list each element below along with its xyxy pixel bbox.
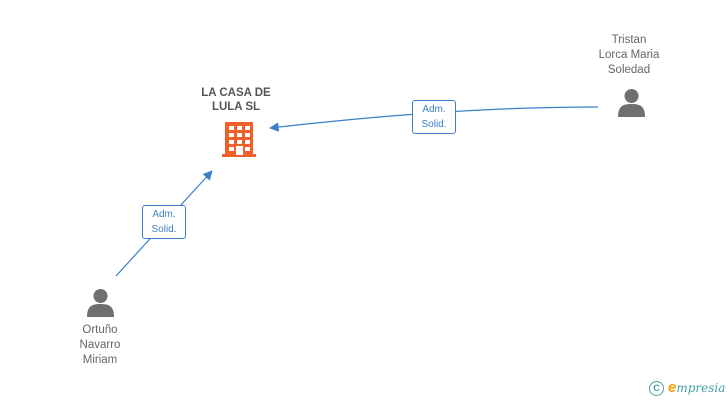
person-icon[interactable]	[86, 288, 115, 317]
person-name-ortuno[interactable]: Ortuño Navarro Miriam	[55, 323, 145, 368]
company-name[interactable]: LA CASA DE LULA SL	[186, 86, 286, 114]
company-name-line2: LULA SL	[211, 101, 261, 113]
person-name-line: Soledad	[607, 64, 651, 76]
relation-label-ortuno[interactable]: Adm. Solid.	[142, 205, 186, 239]
relation-label-line1: Adm.	[422, 104, 446, 115]
person-name-line: Tristan	[611, 34, 647, 46]
brand-e: e	[668, 379, 677, 396]
building-icon[interactable]	[222, 121, 256, 157]
person-name-line: Ortuño	[82, 324, 118, 336]
person-name-line: Miriam	[82, 354, 118, 366]
person-name-line: Lorca Maria	[598, 49, 660, 61]
relation-label-line1: Adm.	[152, 209, 176, 220]
relation-label-line2: Solid.	[151, 224, 177, 235]
relation-label-tristan[interactable]: Adm. Solid.	[412, 100, 456, 134]
relation-label-line2: Solid.	[421, 119, 447, 130]
person-icon[interactable]	[617, 88, 646, 117]
person-name-line: Navarro	[79, 339, 121, 351]
person-name-tristan[interactable]: Tristan Lorca Maria Soledad	[583, 33, 675, 78]
copyright-icon: C	[649, 381, 664, 397]
brand-name: mpresia	[676, 381, 726, 395]
company-name-line1: LA CASA DE	[201, 87, 271, 99]
